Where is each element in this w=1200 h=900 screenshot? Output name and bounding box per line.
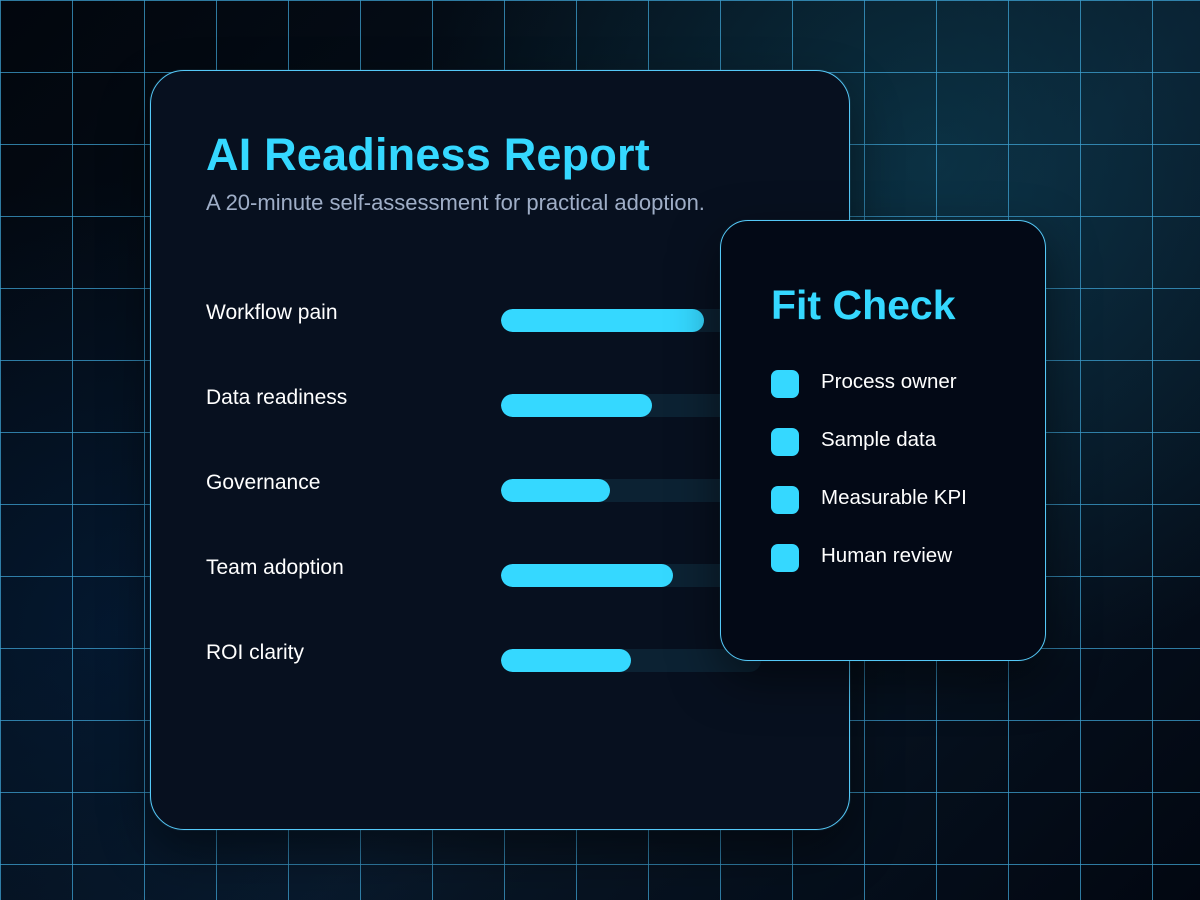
fit-check-item-human-review: Human review bbox=[771, 543, 1011, 575]
metric-label-workflow-pain: Workflow pain bbox=[206, 301, 338, 324]
metric-fill-governance bbox=[501, 479, 611, 502]
metric-fill-team-adoption bbox=[501, 564, 673, 587]
report-title: AI Readiness Report bbox=[206, 129, 650, 180]
checkbox-icon bbox=[771, 544, 799, 572]
fit-check-title: Fit Check bbox=[771, 282, 956, 328]
fit-check-label: Human review bbox=[821, 544, 953, 567]
fit-check-card: Fit Check Process owner Sample data Meas… bbox=[720, 220, 1046, 661]
metric-label-roi-clarity: ROI clarity bbox=[206, 641, 305, 664]
metric-label-data-readiness: Data readiness bbox=[206, 386, 348, 409]
report-subtitle: A 20-minute self-assessment for practica… bbox=[206, 190, 705, 215]
checkbox-icon bbox=[771, 428, 799, 456]
checkbox-icon bbox=[771, 486, 799, 514]
fit-check-label: Sample data bbox=[821, 428, 937, 451]
fit-check-item-measurable-kpi: Measurable KPI bbox=[771, 485, 1011, 517]
metric-track-team-adoption bbox=[501, 564, 761, 587]
metric-label-team-adoption: Team adoption bbox=[206, 556, 344, 579]
metric-fill-data-readiness bbox=[501, 394, 652, 417]
fit-check-item-sample-data: Sample data bbox=[771, 427, 1011, 459]
fit-check-label: Process owner bbox=[821, 370, 957, 393]
metric-fill-workflow-pain bbox=[501, 309, 704, 332]
checkbox-icon bbox=[771, 370, 799, 398]
metric-track-governance bbox=[501, 479, 761, 502]
metric-track-workflow-pain bbox=[501, 309, 761, 332]
metric-fill-roi-clarity bbox=[501, 649, 631, 672]
metric-label-governance: Governance bbox=[206, 471, 321, 494]
metric-track-data-readiness bbox=[501, 394, 761, 417]
fit-check-item-process-owner: Process owner bbox=[771, 369, 1011, 401]
metric-track-roi-clarity bbox=[501, 649, 761, 672]
fit-check-label: Measurable KPI bbox=[821, 486, 967, 509]
